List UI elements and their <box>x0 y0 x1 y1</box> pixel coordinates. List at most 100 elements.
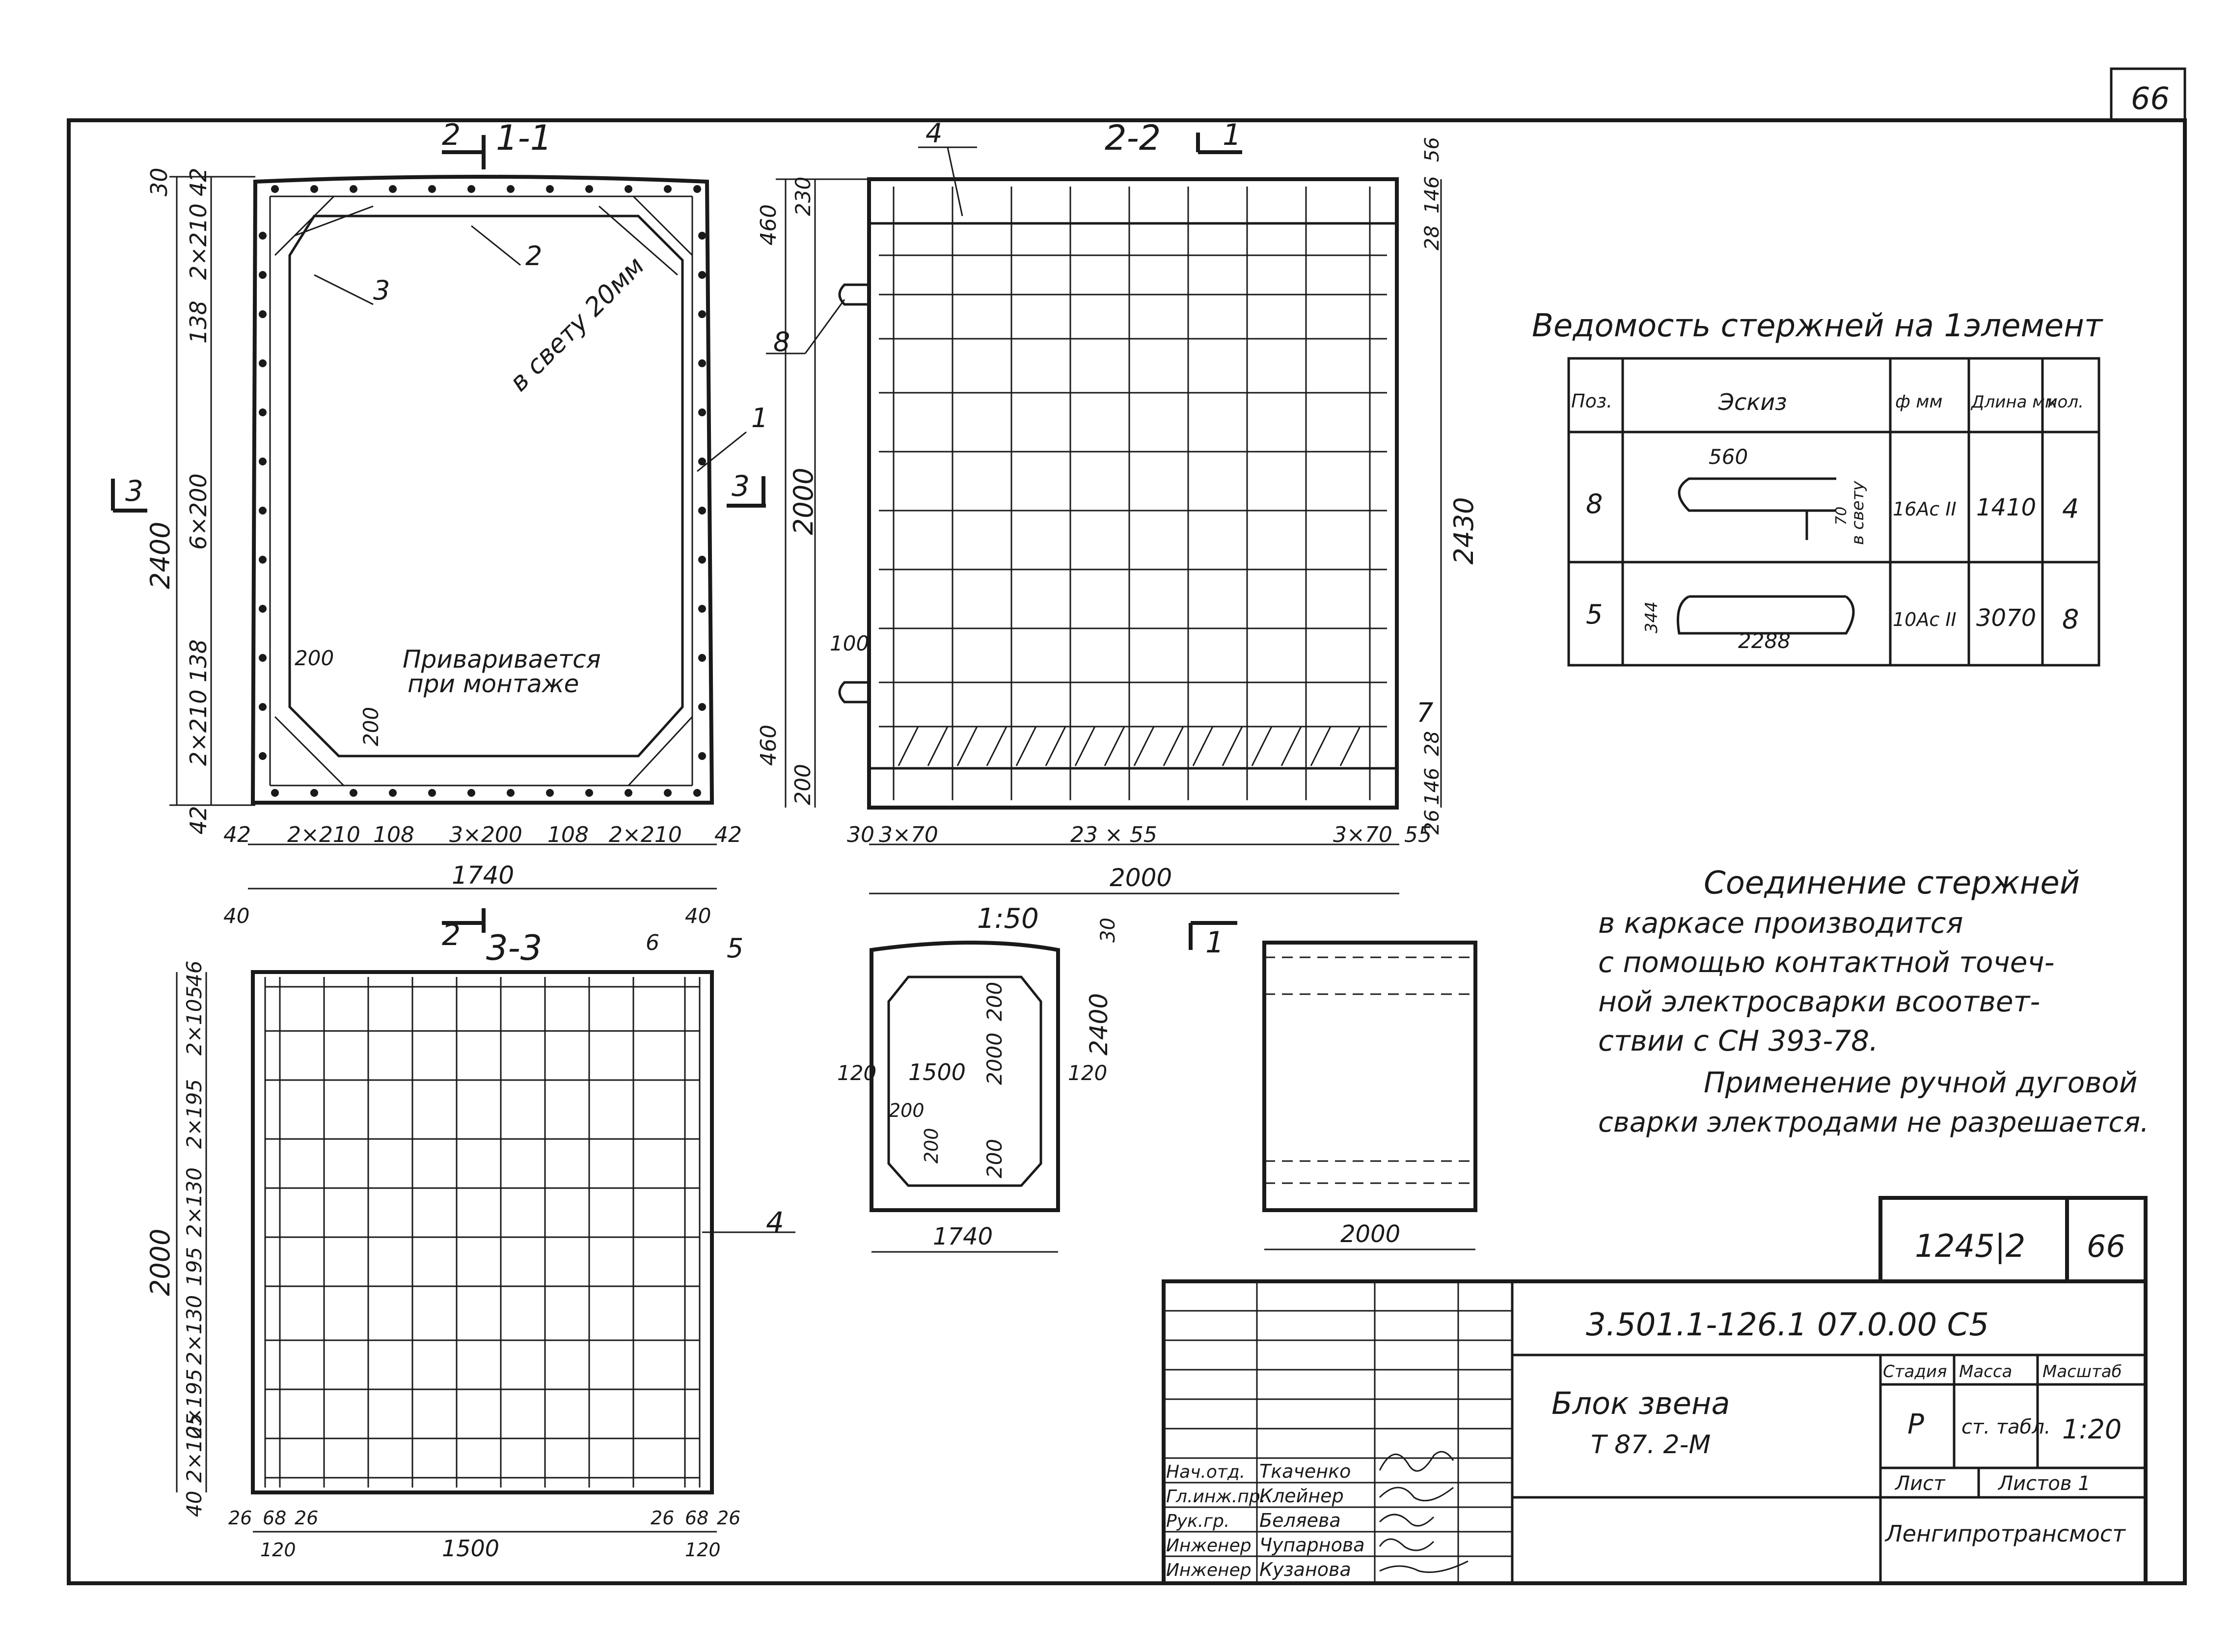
section-1-1-dim-left-3: 138 <box>185 300 212 344</box>
title-block: 1245|2 66 3.501.1-126.1 07.0.00 С5 Блок … <box>1162 1196 2148 1585</box>
schedule-header-pos: Поз. <box>1571 390 1612 412</box>
small-view-side-right: 120 <box>1068 1061 1107 1085</box>
section-3-3-callout-4: 4 <box>766 1206 784 1239</box>
title-org: Ленгипротрансмост <box>1884 1520 2126 1547</box>
section-3-3-overall-height: 2000 <box>145 1229 176 1296</box>
section-3-3-dim-left-0: 46 <box>182 961 206 987</box>
note-line-2: в каркасе производится <box>1598 906 1963 940</box>
section-1-1-outline <box>250 175 714 805</box>
section-2-2-cut-1: 1 <box>1223 118 1241 152</box>
person-4-role: Инженер <box>1166 1536 1252 1556</box>
section-3-3-dim-bottom-5: 26 <box>717 1507 740 1529</box>
section-1-1-dim-left-7: 42 <box>185 806 212 835</box>
section-1-1-dim-bottom-5: 2×210 <box>609 822 682 847</box>
section-3-3-dim-top-0: 40 <box>223 904 249 928</box>
section-3-3-dim-b2-1: 1500 <box>442 1535 499 1562</box>
corner-sheet-number: 66 <box>2131 81 2170 116</box>
title-stage: Р <box>1907 1408 1924 1440</box>
section-3-3: 3-3 2 46 2×105 2×195 2×130 195 2×130 2×1… <box>145 904 795 1562</box>
section-1-1-weld-note-2: при монтаже <box>408 670 579 698</box>
section-2-2-title: 2-2 <box>1105 118 1161 158</box>
section-2-2-dim-left-2: 2000 <box>788 468 819 535</box>
section-2-2-dim-bottom-2: 23 × 55 <box>1070 822 1157 847</box>
section-2-2-dim-left-5: 200 <box>790 764 816 805</box>
section-3-3-callout-5: 5 <box>727 933 743 964</box>
section-1-1-callout-1: 1 <box>751 403 768 433</box>
section-1-1-dim-left-5: 138 <box>185 639 212 682</box>
section-2-2-dim-right-0: 56 <box>1421 137 1443 162</box>
person-4-name: Чупарнова <box>1259 1534 1365 1556</box>
title-mass: ст. табл. <box>1961 1416 2050 1438</box>
section-3-3-dim-bottom-4: 68 <box>685 1507 708 1529</box>
note-line-6: Применение ручной дуговой <box>1704 1066 2138 1099</box>
section-2-2-dim-bottom-0: 30 <box>847 822 874 847</box>
small-view-height: 2400 <box>1085 993 1113 1056</box>
section-1-1-cut-3: 3 <box>125 474 143 508</box>
signatures <box>1379 1451 1469 1573</box>
title-stage-header: Стадия <box>1883 1362 1947 1381</box>
section-3-3-dim-top-1: 40 <box>685 904 711 928</box>
person-3-role: Рук.гр. <box>1166 1511 1229 1531</box>
sheet-frame <box>67 118 2187 1585</box>
section-2-2-dim-bottom-1: 3×70 <box>879 822 938 847</box>
schedule-row1-note: в свету <box>1848 481 1868 545</box>
title-name-1: Блок звена <box>1552 1385 1730 1421</box>
person-3-name: Беляева <box>1259 1510 1341 1531</box>
section-2-2-outline <box>867 177 1399 810</box>
schedule-header-qty: кол. <box>2047 392 2084 412</box>
person-2-role: Гл.инж.пр. <box>1166 1487 1266 1507</box>
section-3-3-dim-left-5: 2×130 <box>182 1295 206 1365</box>
person-1-role: Нач.отд. <box>1166 1462 1245 1482</box>
note-line-4: ной электросварки всоответ- <box>1598 985 2040 1018</box>
title-sheet-box: 66 <box>2087 1228 2125 1264</box>
section-1-1-overall-width: 1740 <box>452 861 514 890</box>
small-view-outline <box>870 941 1060 1212</box>
title-scale: 1:20 <box>2062 1414 2122 1445</box>
section-2-2-callout-8: 8 <box>773 326 790 357</box>
schedule-row1-pos: 8 <box>1586 488 1603 519</box>
section-1-1-clear-note: в свету 20мм <box>504 251 650 397</box>
schedule-row2-qty: 8 <box>2062 604 2079 635</box>
section-3-3-dim-bottom-3: 26 <box>651 1507 674 1529</box>
side-view-outline <box>1262 941 1477 1212</box>
corner-sheet-box <box>2110 67 2186 122</box>
section-2-2-dim-right-6: 26 <box>1421 810 1443 835</box>
section-1-1-dim-bottom-4: 108 <box>547 822 589 847</box>
schedule-header-phi: ф мм <box>1895 392 1943 412</box>
small-view-dim-30: 30 <box>1097 918 1119 943</box>
section-2-2: 2-2 1 230 460 2000 100 460 200 3 56 146 <box>727 118 1479 894</box>
section-2-2-dim-right-1: 146 <box>1421 176 1443 214</box>
schedule-row2-dim2: 344 <box>1642 601 1661 633</box>
section-3-3-dim-bottom-2: 26 <box>295 1507 318 1529</box>
section-2-2-dim-right-4: 28 <box>1421 731 1443 756</box>
section-1-1-dim-bottom-6: 42 <box>714 822 742 847</box>
section-3-3-title: 3-3 <box>486 928 542 968</box>
small-view-inner-h-2: 200 <box>982 982 1007 1021</box>
small-view: 1:50 30 2400 2000 200 200 120 1500 120 2… <box>837 903 1119 1253</box>
section-2-2-callout-7: 7 <box>1416 697 1433 728</box>
title-code: 3.501.1-126.1 07.0.00 С5 <box>1586 1307 1989 1343</box>
section-2-2-dim-left-0: 230 <box>791 177 815 216</box>
schedule-row1-qty: 4 <box>2062 493 2079 524</box>
small-view-inner-h-1: 2000 <box>982 1032 1007 1085</box>
section-1-1-dim-left-6: 2×210 <box>185 689 212 766</box>
section-1-1-dim-left-2: 2×210 <box>185 203 212 280</box>
schedule-row2-sketch <box>1677 595 1855 635</box>
section-3-3-dim-b2-2: 120 <box>685 1539 721 1561</box>
section-2-2-dim-left-3: 100 <box>830 631 869 655</box>
section-1-1-opening <box>288 215 684 758</box>
notes: Соединение стержней в каркасе производит… <box>1598 865 2149 1138</box>
section-1-1-inner-dim-a: 200 <box>295 646 334 670</box>
section-1-1-callout-3: 3 <box>373 275 390 306</box>
person-2-name: Клейнер <box>1259 1485 1344 1507</box>
small-view-inner-w: 1500 <box>908 1059 966 1085</box>
person-5-name: Кузанова <box>1259 1559 1351 1580</box>
title-project-no: 1245|2 <box>1915 1228 2025 1265</box>
section-2-2-grid <box>879 187 1387 800</box>
section-2-2-dim-right-3: 2430 <box>1448 497 1479 565</box>
schedule-row1-dim: 560 <box>1709 445 1748 469</box>
side-view-width: 2000 <box>1340 1220 1400 1248</box>
section-2-2-dim-left-4: 460 <box>756 725 781 766</box>
title-name-2: Т 87. 2-М <box>1591 1430 1711 1460</box>
section-2-2-overall-width: 2000 <box>1110 864 1172 892</box>
